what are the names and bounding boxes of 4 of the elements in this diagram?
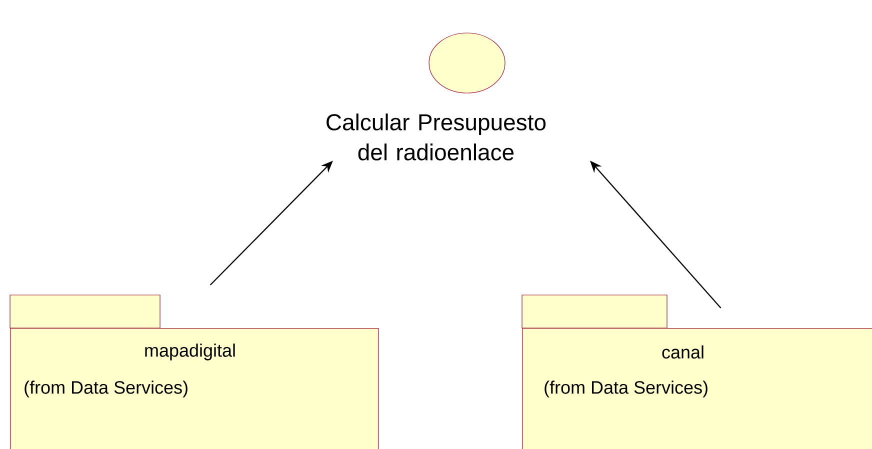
package-box: canal (from Data Services) — [522, 294, 872, 449]
node-label: Calcular Presupuesto del radioenlace — [326, 114, 546, 160]
package-box: mapadigital (from Data Services) — [10, 294, 379, 449]
use-case: Calcular Presupuesto del radioenlace — [326, 32, 546, 160]
